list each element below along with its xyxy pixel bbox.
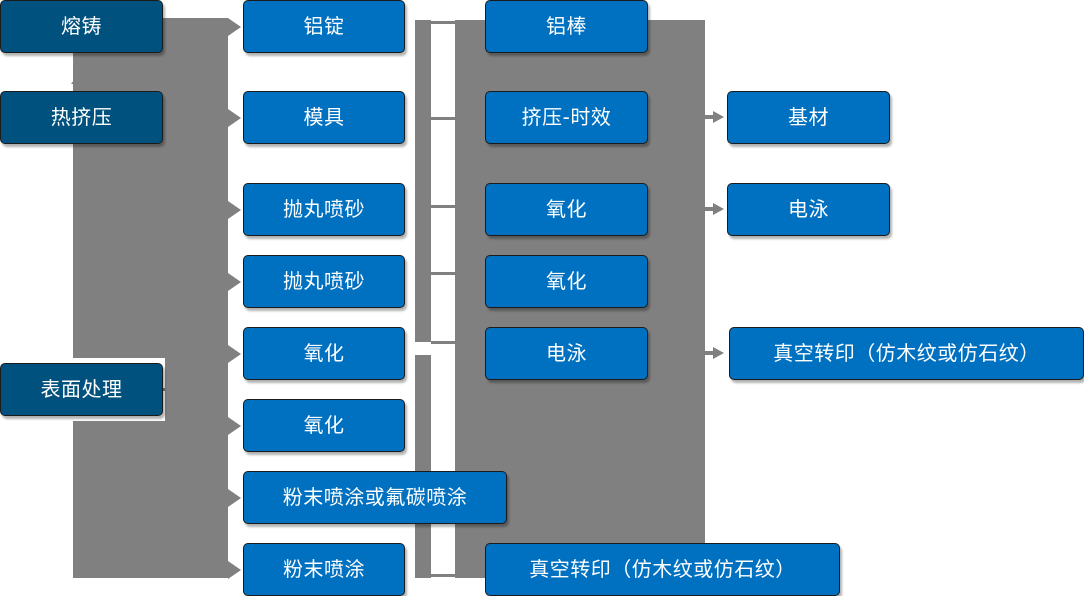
- node-materials-and-ops-2[interactable]: 抛丸喷砂: [243, 183, 405, 236]
- surface-stage-stub: [163, 388, 185, 391]
- output-arrow-3: [713, 347, 724, 359]
- output-arrow-2: [713, 203, 724, 215]
- left-band-arrow-2: [228, 109, 241, 127]
- node-materials-and-ops-4[interactable]: 氧化: [243, 327, 405, 380]
- node-stages-1[interactable]: 热挤压: [0, 91, 163, 144]
- node-materials-and-ops-1[interactable]: 模具: [243, 91, 405, 144]
- node-materials-and-ops-6[interactable]: 粉末喷涂或氟碳喷涂: [243, 471, 507, 524]
- output-arrow-tail-3: [705, 351, 716, 355]
- node-treatments-2[interactable]: 氧化: [485, 183, 648, 236]
- node-materials-and-ops-7[interactable]: 粉末喷涂: [243, 543, 405, 596]
- node-treatments-0[interactable]: 铝棒: [485, 0, 648, 53]
- mid-bracket-bar-lower: [415, 355, 431, 578]
- node-stages-0[interactable]: 熔铸: [0, 0, 163, 53]
- node-outputs-0[interactable]: 基材: [727, 91, 890, 144]
- left-band-arrow-1: [228, 18, 241, 36]
- output-arrow-1: [713, 111, 724, 123]
- mid-bracket-stub-3: [431, 205, 455, 208]
- node-materials-and-ops-0[interactable]: 铝锭: [243, 0, 405, 53]
- node-stages-2[interactable]: 表面处理: [0, 363, 163, 416]
- node-treatments-1[interactable]: 挤压-时效: [485, 91, 648, 144]
- left-band-arrow-8: [228, 561, 241, 579]
- left-band-arrow-5: [228, 345, 241, 363]
- node-materials-and-ops-3[interactable]: 抛丸喷砂: [243, 255, 405, 308]
- output-arrow-tail-2: [705, 207, 716, 211]
- left-band-arrow-7: [228, 489, 241, 507]
- node-treatments-5[interactable]: 真空转印（仿木纹或仿石纹）: [485, 543, 840, 596]
- node-materials-and-ops-5[interactable]: 氧化: [243, 399, 405, 452]
- stage-down-arrowhead: [71, 72, 89, 84]
- left-band-arrow-3: [228, 201, 241, 219]
- mid-bracket-bar: [415, 20, 431, 342]
- node-outputs-2[interactable]: 真空转印（仿木纹或仿石纹）: [729, 327, 1084, 380]
- left-band-arrow-6: [228, 417, 241, 435]
- mid-bracket-stub-6: [431, 574, 455, 577]
- node-treatments-3[interactable]: 氧化: [485, 255, 648, 308]
- mid-bracket-stub-1: [431, 21, 455, 24]
- node-treatments-4[interactable]: 电泳: [485, 327, 648, 380]
- mid-bracket-stub-4: [431, 272, 455, 275]
- node-outputs-1[interactable]: 电泳: [727, 183, 890, 236]
- left-band-arrow-4: [228, 273, 241, 291]
- mid-bracket-stub-2: [431, 117, 455, 120]
- output-arrow-tail-1: [705, 115, 716, 119]
- mid-bracket-stub-5: [431, 341, 455, 344]
